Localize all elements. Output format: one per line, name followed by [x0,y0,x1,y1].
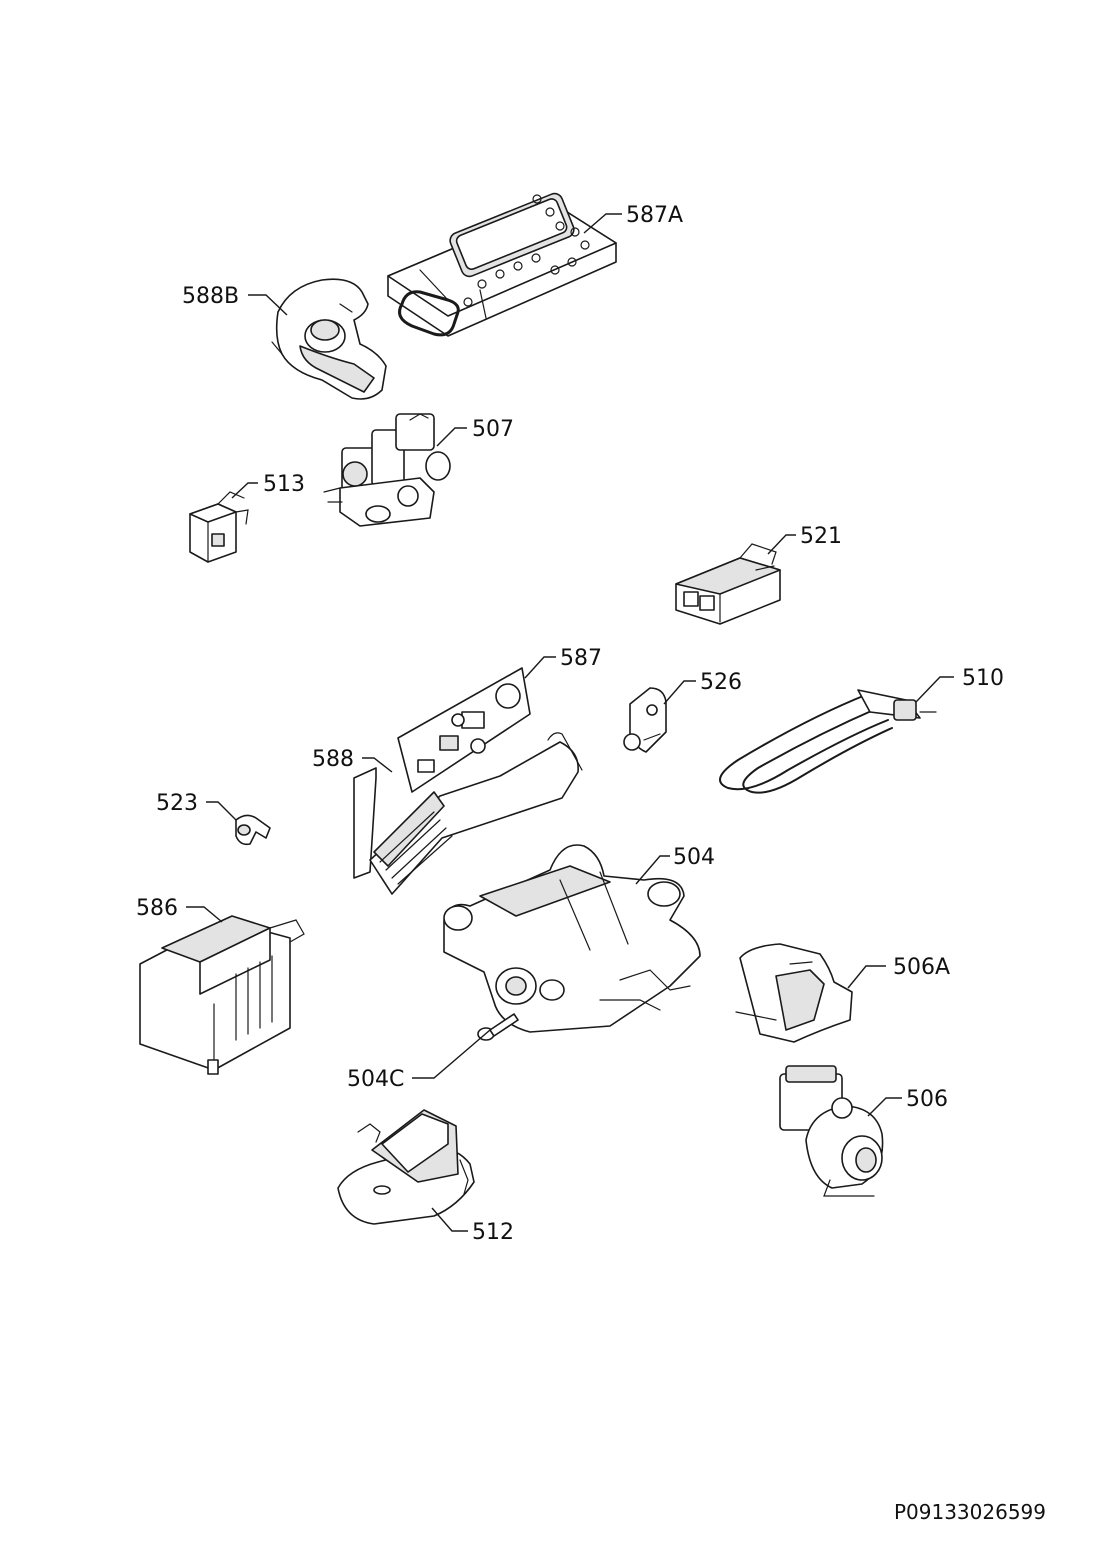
callout-510: 510 [962,666,1004,691]
callout-504c: 504C [347,1067,404,1092]
callout-521: 521 [800,524,842,549]
leader-506a [847,965,886,989]
part-587a-drawing [387,192,617,337]
part-586-drawing [139,915,305,1075]
callout-506a: 506A [893,955,950,980]
part-512-drawing [337,1109,475,1225]
leader-523 [206,801,237,821]
callout-588: 588 [312,747,354,772]
part-513-drawing [189,491,249,563]
leader-504 [635,855,670,885]
leader-588 [362,757,393,773]
leader-lines [186,213,954,1232]
callout-labels: 587A 588B 507 513 521 587 526 510 588 52… [136,203,1004,1245]
leader-512 [431,1207,468,1232]
leader-510 [915,676,954,703]
callout-587: 587 [560,646,602,671]
callout-526: 526 [700,670,742,695]
leader-504c [412,1029,491,1079]
leader-588b [248,294,288,316]
part-521-drawing [675,543,781,625]
part-504c-drawing [477,1013,519,1041]
part-507-drawing [323,413,451,527]
part-523-drawing [235,814,271,846]
leader-526 [663,680,696,705]
callout-507: 507 [472,417,514,442]
callout-588b: 588B [182,284,239,309]
callout-587a: 587A [626,203,683,228]
leader-587a [583,213,622,234]
callout-506: 506 [906,1087,948,1112]
callout-504: 504 [673,845,715,870]
callout-523: 523 [156,791,198,816]
callout-512: 512 [472,1220,514,1245]
part-587-drawing [397,667,531,793]
part-588-drawing [353,732,583,895]
part-506a-drawing [735,943,853,1043]
leader-506 [867,1097,902,1117]
leader-507 [436,427,467,447]
part-510-drawing [719,689,937,794]
leader-586 [186,906,223,923]
part-504-drawing [443,844,701,1033]
leader-521 [767,534,796,555]
callout-586: 586 [136,896,178,921]
part-506-drawing [779,1065,884,1197]
leader-587 [524,656,556,679]
callout-513: 513 [263,472,305,497]
part-588b-drawing [271,278,387,400]
document-number: P09133026599 [894,1500,1046,1524]
part-526-drawing [623,687,667,753]
leader-513 [231,482,258,499]
